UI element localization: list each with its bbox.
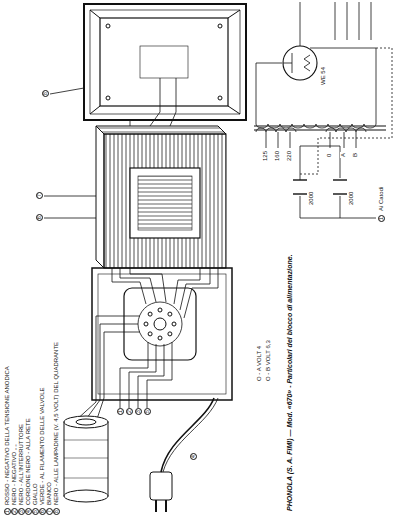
callout-number: 3 — [135, 408, 142, 415]
legend-number: 1 — [4, 508, 11, 515]
socket-pin — [148, 312, 152, 316]
tap-label: 160 — [274, 150, 281, 162]
tap-label: 220 — [286, 150, 293, 162]
dial-plate — [84, 4, 246, 120]
legend-text: NERO - NEGATIVO „ „ — [11, 443, 18, 506]
socket-pin — [158, 308, 162, 312]
legend-number: 6 — [39, 508, 46, 515]
schematic — [254, 2, 392, 218]
legend-number: 4 — [25, 508, 32, 515]
tube-label: WE 54 — [320, 66, 327, 86]
callout-number: 5 — [144, 408, 151, 415]
legend-number: 2 — [11, 508, 18, 515]
callout-number: 2 — [126, 408, 133, 415]
mains-plug — [150, 398, 218, 512]
socket-pin — [172, 322, 176, 326]
capacitor-value: 2000 — [308, 191, 315, 206]
legend-text: NERO - ALLE LAMPADINE (V. 4,5 VOLT) DEL … — [53, 341, 60, 506]
legend-number: 5 — [32, 508, 39, 515]
callout-number: 8 — [42, 90, 49, 97]
socket-pin — [158, 336, 162, 340]
callout-number: 1 — [378, 215, 385, 222]
terminal-note: Ai Catodi — [378, 186, 385, 212]
socket-pins — [144, 308, 176, 340]
voltage-note: O - B VOLT 6,3 — [265, 339, 272, 382]
socket-pin — [168, 312, 172, 316]
socket-pin — [148, 332, 152, 336]
tap-label: 0 — [326, 153, 333, 158]
legend-number: 8 — [53, 508, 60, 515]
legend-text: BIANCO — [46, 481, 53, 506]
legend-text: NERO - ALL'INTERRUTTORE — [18, 423, 25, 506]
voltage-note: O - A VOLT 4 — [256, 345, 263, 382]
power-transformer — [96, 126, 226, 268]
wire-bundle — [44, 78, 218, 422]
legend-text: CORDONE NERO - ALLA RETE — [25, 417, 32, 506]
tap-label: 125 — [262, 150, 269, 162]
socket-pin — [144, 322, 148, 326]
socket-pin — [168, 332, 172, 336]
legend-text: ROSSO - NEGATIVO DELLA TENSIONE ANODICA — [4, 365, 11, 506]
tap-label: A — [340, 152, 347, 158]
filter-capacitor — [64, 416, 108, 502]
legend-text: GIALLO — [32, 482, 39, 506]
callout-number: 7 — [36, 192, 43, 199]
legend-number: 3 — [18, 508, 25, 515]
capacitor-value: 2000 — [348, 191, 355, 206]
callout-number: 4 — [190, 453, 197, 460]
callout-number: 1 — [117, 408, 124, 415]
legend-number: 7 — [46, 508, 53, 515]
tap-label: B — [352, 152, 359, 158]
callout-number: 6 — [36, 214, 43, 221]
legend-text: VERDE - AL FILAMENTO DELLE VALVOLE — [39, 387, 46, 507]
caption: PHONOLA (S. A. FIMI) — Mod. «670» - Part… — [286, 253, 294, 512]
